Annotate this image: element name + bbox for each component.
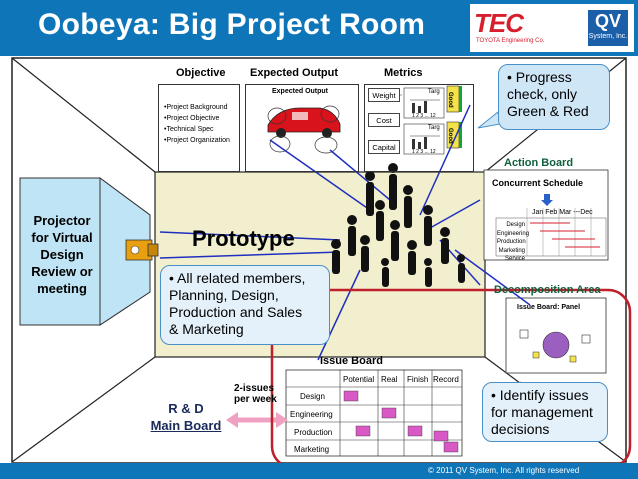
- projector-label-line: Projector: [33, 213, 91, 228]
- expected-output-inner-label: Expected Output: [272, 88, 329, 95]
- members-callout: • All related members, Planning, Design,…: [160, 265, 330, 345]
- issue-board-row: Design: [300, 392, 325, 401]
- footer-band: [0, 463, 638, 479]
- identify-callout: • Identify issues for management decisio…: [482, 382, 608, 442]
- qv-logo: QV System, Inc.: [588, 10, 628, 46]
- rd-main-board-line: R & D: [168, 401, 204, 416]
- metric-cost: Cost: [368, 113, 400, 127]
- objective-panel: [158, 84, 240, 172]
- car-image: [267, 105, 341, 154]
- metric-good-badge: Good: [447, 92, 453, 108]
- schedule-months: Jan Feb Mar ---Dec: [532, 209, 593, 216]
- schedule-rows: Design Engineering Production Marketing …: [497, 221, 530, 264]
- schedule-row-label: Design: [506, 222, 525, 228]
- copyright-notice: © 2011 QV System, Inc. All rights reserv…: [428, 466, 580, 475]
- progress-callout: • Progress check, only Green & Red: [498, 64, 610, 130]
- members-callout-line: • All related members,: [169, 270, 306, 286]
- rd-double-arrow: [226, 412, 288, 428]
- issue-board-column: Finish: [407, 375, 429, 384]
- issue-board-column: Record: [433, 375, 459, 384]
- issue-board-column: Real: [381, 375, 398, 384]
- metric-axis: 1 2 3 ... 12: [412, 149, 436, 155]
- issue-frequency-line: 2-issues: [234, 383, 275, 394]
- prototype-label: Prototype: [192, 226, 295, 251]
- members-callout-line: Production and Sales: [169, 304, 303, 320]
- tec-logo-subtitle: TOYOTA Engineering Co.: [476, 38, 545, 44]
- objective-item: •Project Objective: [164, 115, 220, 122]
- progress-callout-line: • Progress: [507, 69, 572, 85]
- issue-board-header: Issue Board: [320, 355, 383, 367]
- schedule-row-label: Service: [504, 256, 525, 262]
- metrics-header: Metrics: [384, 67, 423, 79]
- metric-target-label: Targ: [428, 89, 440, 95]
- objective-item: •Technical Spec: [164, 126, 214, 133]
- qv-logo-subtitle: System, Inc.: [588, 33, 628, 40]
- metric-capital: Capital: [368, 140, 400, 154]
- metric-chart-weight: [403, 85, 462, 119]
- issue-board-row: Marketing: [294, 445, 330, 454]
- objective-item: •Project Background: [164, 104, 228, 111]
- projector-beam: [99, 177, 151, 326]
- team-members: [331, 163, 465, 287]
- progress-callout-line: Green & Red: [507, 103, 589, 119]
- projector-label-line: for Virtual: [31, 230, 93, 245]
- decomposition-panel: [505, 297, 607, 374]
- schedule-row-label: Engineering: [497, 230, 530, 237]
- members-callout-line: & Marketing: [169, 321, 244, 337]
- concurrent-schedule-title: Concurrent Schedule: [492, 178, 584, 188]
- projector-device: [125, 239, 159, 261]
- progress-callout-line: check, only: [507, 86, 578, 102]
- qv-logo-text: QV: [594, 11, 621, 31]
- issue-board-row: Production: [294, 428, 333, 437]
- identify-callout-line: decisions: [491, 421, 550, 437]
- issue-board-table: [285, 369, 463, 457]
- metric-target-label: Targ: [428, 125, 440, 131]
- schedule-row-label: Marketing: [498, 247, 525, 254]
- rd-main-board: R & D Main Board: [145, 400, 227, 434]
- action-board-panel: [483, 169, 609, 261]
- corner-line-top-left: [11, 57, 156, 173]
- schedule-row-label: Production: [497, 239, 526, 245]
- corner-line-bottom-left: [11, 356, 156, 463]
- projector-label: Projector for Virtual Design Review or m…: [24, 212, 100, 297]
- expected-output-header: Expected Output: [250, 67, 339, 79]
- metrics-panel: [364, 84, 474, 172]
- tec-logo: TEC: [474, 8, 524, 38]
- decomposition-area-header: Decomposition Area: [494, 284, 601, 296]
- issue-board-panel-title: Issue Board: Panel: [517, 304, 581, 311]
- members-callout-line: Planning, Design,: [169, 287, 279, 303]
- issue-board-column: Potential: [343, 375, 375, 384]
- projector-label-line: Design: [40, 247, 84, 262]
- objective-header: Objective: [176, 67, 226, 79]
- metric-chart-cost: [403, 121, 462, 155]
- metric-weight: Weight: [368, 88, 400, 102]
- identify-callout-line: for management: [491, 404, 593, 420]
- action-board-header: Action Board: [504, 157, 574, 169]
- metric-axis: 1 2 3 ... 12: [412, 113, 436, 119]
- identify-callout-line: • Identify issues: [491, 387, 589, 403]
- projector-label-line: meeting: [37, 281, 87, 296]
- page-title: Oobeya: Big Project Room: [38, 8, 426, 41]
- rd-main-board-line: Main Board: [150, 418, 222, 433]
- connection-arrows: [159, 104, 531, 361]
- metric-good-badge: Good: [447, 128, 453, 144]
- expected-output-panel: [245, 84, 359, 172]
- logo-area: TEC TOYOTA Engineering Co. QV System, In…: [470, 4, 634, 52]
- objective-item: •Project Organization: [164, 137, 230, 144]
- issue-frequency: 2-issues per week: [234, 383, 277, 405]
- projector-label-line: Review or: [31, 264, 93, 279]
- objective-list: •Project Background •Project Objective •…: [164, 102, 230, 146]
- issue-frequency-line: per week: [234, 394, 277, 405]
- issue-board-row: Engineering: [290, 410, 333, 419]
